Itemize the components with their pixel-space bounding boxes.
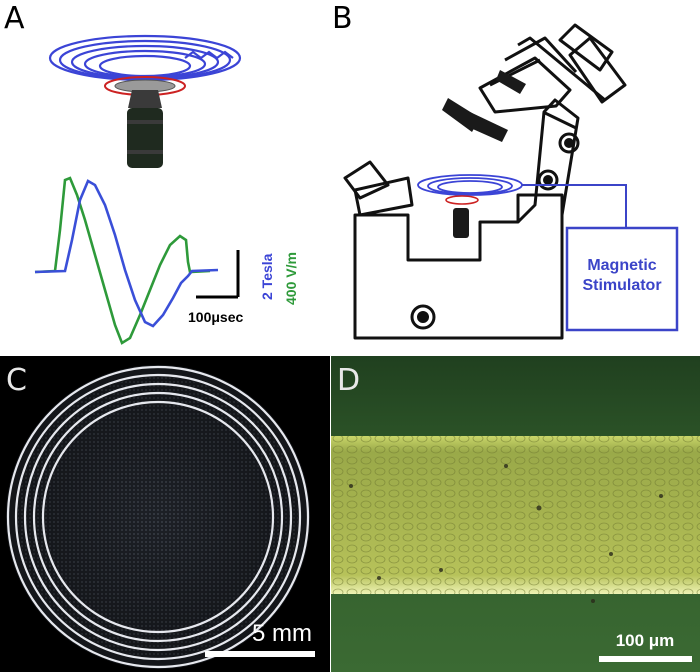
panel-d: 100 μm D — [331, 356, 700, 672]
coil-rings-photo — [6, 365, 310, 669]
panel-a-figure: 2 Tesla 400 V/m 100μsec — [34, 34, 299, 345]
panel-c-image: 5 mm — [6, 365, 315, 669]
voltage-trace — [34, 176, 211, 345]
coil-small — [417, 174, 523, 196]
microscope-drawing — [343, 23, 627, 340]
panel-d-label: D — [337, 363, 361, 398]
scale-d-label: 100 μm — [616, 631, 675, 650]
scale-c-label: 5 mm — [252, 620, 312, 647]
panel-d-image: 100 μm — [331, 356, 700, 672]
scale-bar-c — [205, 651, 315, 657]
objective-lens — [127, 90, 163, 168]
panel-a: A 2 Tesla 400 V/m 100μsec — [0, 0, 330, 350]
stimulator-cable — [522, 184, 627, 228]
panel-a-label: A — [4, 1, 25, 36]
panel-c-label: C — [6, 363, 27, 398]
scale-field-label: 2 Tesla — [259, 253, 275, 300]
scale-bar-d — [599, 656, 692, 662]
scale-bar-a — [196, 250, 240, 299]
stimulator-label-line2: Stimulator — [582, 277, 661, 294]
eyepieces — [442, 70, 526, 142]
scale-voltage-label: 400 V/m — [283, 252, 299, 305]
scale-time-label: 100μsec — [188, 309, 243, 325]
panel-b-figure: Magnetic Stimulator — [343, 23, 679, 340]
panel-b: B — [330, 0, 700, 350]
coil-illustration — [48, 34, 242, 82]
stimulator-label-line1: Magnetic — [587, 257, 656, 274]
field-trace — [34, 179, 219, 328]
panel-b-label: B — [332, 1, 353, 36]
panel-c: 5 mm C — [0, 356, 330, 672]
magnetic-stimulator-box — [565, 226, 679, 332]
